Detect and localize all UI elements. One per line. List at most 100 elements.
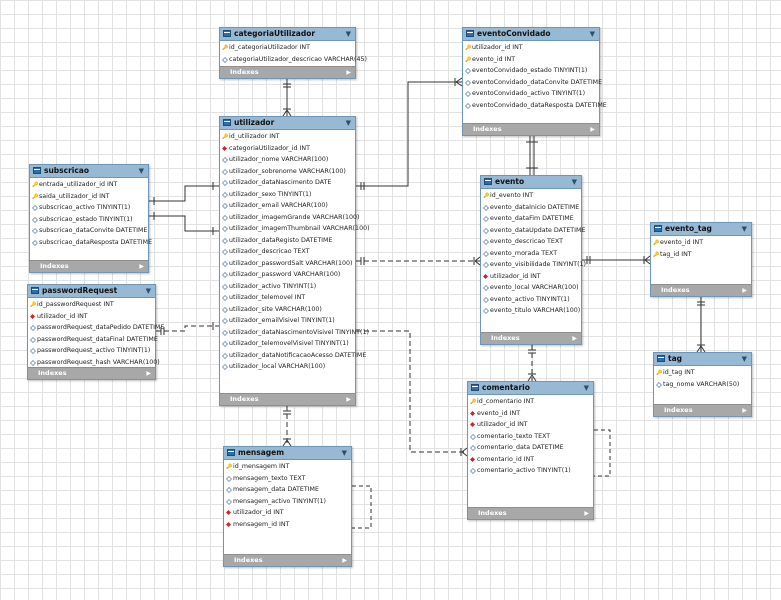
expand-arrow-icon[interactable]: ▶ — [346, 69, 351, 76]
column-row[interactable]: utilizador_imagemGrande VARCHAR(100) — [220, 212, 359, 224]
column-row[interactable]: mensagem_texto TEXT — [224, 473, 351, 485]
column-row[interactable]: utilizador_imagemThumbnail VARCHAR(100) — [220, 223, 370, 235]
table-header[interactable]: passwordRequest▼ — [28, 285, 155, 298]
column-row[interactable]: evento_id INT — [463, 54, 599, 66]
column-row[interactable]: tag_nome VARCHAR(50) — [654, 379, 751, 391]
column-row[interactable]: evento_morada TEXT — [481, 248, 581, 260]
rel-eventoconvidado-evento[interactable] — [526, 136, 538, 175]
column-row[interactable]: id_passwordRequest INT — [28, 299, 155, 311]
column-row[interactable]: utilizador_nome VARCHAR(100) — [220, 154, 355, 166]
expand-arrow-icon[interactable]: ▶ — [346, 396, 351, 403]
table-header[interactable]: comentario▼ — [468, 382, 593, 395]
indexes-bar[interactable]: Indexes▶ — [654, 404, 751, 416]
column-row[interactable]: utilizador_telemovelVisivel TINYINT(1) — [220, 338, 355, 350]
column-row[interactable]: subscricao_dataResposta DATETIME — [30, 237, 152, 249]
column-row[interactable]: passwordRequest_dataFinal DATETIME — [28, 334, 158, 346]
column-row[interactable]: utilizador_emailVisivel TINYINT(1) — [220, 315, 355, 327]
column-row[interactable]: eventoConvidado_activo TINYINT(1) — [463, 88, 599, 100]
table-header[interactable]: eventoConvidado▼ — [463, 28, 599, 41]
column-row[interactable]: subscricao_estado TINYINT(1) — [30, 214, 148, 226]
expand-arrow-icon[interactable]: ▶ — [146, 370, 151, 377]
column-row[interactable]: utilizador_id INT — [224, 507, 351, 519]
rel-subscricao-utilizador[interactable] — [149, 182, 219, 235]
table-header[interactable]: categoriaUtilizador▼ — [220, 28, 355, 41]
indexes-bar[interactable]: Indexes▶ — [220, 393, 355, 405]
column-row[interactable]: passwordRequest_dataPedido DATETIME — [28, 322, 164, 334]
rel-categoria-utilizador[interactable] — [282, 79, 292, 117]
table-header[interactable]: evento▼ — [481, 176, 581, 189]
column-row[interactable]: evento_id INT — [651, 237, 751, 249]
column-row[interactable]: mensagem_id INT — [224, 519, 351, 531]
column-row[interactable]: utilizador_email VARCHAR(100) — [220, 200, 355, 212]
column-row[interactable]: comentario_activo TINYINT(1) — [468, 465, 593, 477]
column-row[interactable]: utilizador_passwordSalt VARCHAR(100) — [220, 258, 355, 270]
rel-mensagem-self[interactable] — [352, 485, 372, 529]
column-row[interactable]: categoriaUtilizador_id INT — [220, 143, 355, 155]
column-row[interactable]: utilizador_id INT — [481, 271, 581, 283]
table-eventoConvidado[interactable]: eventoConvidado▼ utilizador_id INTevento… — [462, 27, 607, 136]
column-row[interactable]: utilizador_activo TINYINT(1) — [220, 281, 355, 293]
table-mensagem[interactable]: mensagem▼ id_mensagem INTmensagem_texto … — [223, 446, 352, 567]
column-row[interactable]: evento_dataUpdate DATETIME — [481, 225, 585, 237]
expand-arrow-icon[interactable]: ▶ — [342, 557, 347, 564]
indexes-bar[interactable]: Indexes▶ — [220, 66, 355, 78]
rel-comentario-self[interactable] — [594, 429, 611, 477]
column-row[interactable]: eventoConvidado_dataResposta DATETIME — [463, 100, 607, 112]
column-row[interactable]: passwordRequest_activo TINYINT(1) — [28, 345, 155, 357]
expand-arrow-icon[interactable]: ▶ — [590, 126, 595, 133]
table-header[interactable]: utilizador▼ — [220, 117, 355, 130]
column-row[interactable]: evento_dataInicio DATETIME — [481, 202, 581, 214]
column-row[interactable]: utilizador_dataRegisto DATETIME — [220, 235, 355, 247]
indexes-bar[interactable]: Indexes▶ — [28, 367, 155, 379]
column-row[interactable]: evento_visibilidade TINYINT(1) — [481, 259, 586, 271]
column-row[interactable]: comentario_id INT — [468, 454, 593, 466]
chevron-down-icon[interactable]: ▼ — [571, 178, 577, 186]
column-row[interactable]: id_tag INT — [654, 367, 751, 379]
column-row[interactable]: evento_id INT — [468, 408, 593, 420]
chevron-down-icon[interactable]: ▼ — [589, 30, 595, 38]
column-row[interactable]: utilizador_descricao TEXT — [220, 246, 355, 258]
column-row[interactable]: comentario_texto TEXT — [468, 431, 593, 443]
column-row[interactable]: subscricao_dataConvite DATETIME — [30, 225, 148, 237]
column-row[interactable]: utilizador_site VARCHAR(100) — [220, 304, 355, 316]
expand-arrow-icon[interactable]: ▶ — [572, 335, 577, 342]
table-header[interactable]: mensagem▼ — [224, 447, 351, 460]
rel-utilizador-eventoconvidado[interactable] — [356, 77, 463, 190]
column-row[interactable]: eventoConvidado_estado TINYINT(1) — [463, 65, 599, 77]
column-row[interactable]: evento_local VARCHAR(100) — [481, 282, 581, 294]
column-row[interactable]: evento_titulo VARCHAR(100) — [481, 305, 581, 317]
column-row[interactable]: entrada_utilizador_id INT — [30, 179, 148, 191]
chevron-down-icon[interactable]: ▼ — [145, 287, 151, 295]
column-row[interactable]: id_categoriaUtilizador INT — [220, 42, 355, 54]
column-row[interactable]: utilizador_dataNotificacaoAcesso DATETIM… — [220, 350, 366, 362]
chevron-down-icon[interactable]: ▼ — [741, 225, 747, 233]
column-row[interactable]: eventoConvidado_dataConvite DATETIME — [463, 77, 602, 89]
column-row[interactable]: evento_activo TINYINT(1) — [481, 294, 581, 306]
column-row[interactable]: utilizador_telemovel INT — [220, 292, 355, 304]
column-row[interactable]: categoriaUtilizador_descricao VARCHAR(45… — [220, 54, 367, 66]
column-row[interactable]: utilizador_sobrenome VARCHAR(100) — [220, 166, 355, 178]
column-row[interactable]: utilizador_dataNascimento DATE — [220, 177, 355, 189]
indexes-bar[interactable]: Indexes▶ — [481, 332, 581, 344]
table-header[interactable]: tag▼ — [654, 353, 751, 366]
column-row[interactable]: evento_descricao TEXT — [481, 236, 581, 248]
table-header[interactable]: evento_tag▼ — [651, 223, 751, 236]
column-row[interactable]: utilizador_dataNascimentoVisivel TINYINT… — [220, 327, 369, 339]
column-row[interactable]: mensagem_activo TINYINT(1) — [224, 496, 351, 508]
chevron-down-icon[interactable]: ▼ — [741, 355, 747, 363]
column-row[interactable]: evento_dataFim DATETIME — [481, 213, 581, 225]
table-passwordRequest[interactable]: passwordRequest▼ id_passwordRequest INTu… — [27, 284, 164, 380]
chevron-down-icon[interactable]: ▼ — [583, 384, 589, 392]
chevron-down-icon[interactable]: ▼ — [345, 30, 351, 38]
indexes-bar[interactable]: Indexes▶ — [224, 554, 351, 566]
table-subscricao[interactable]: subscricao▼ entrada_utilizador_id INTsai… — [29, 164, 152, 273]
indexes-bar[interactable]: Indexes▶ — [463, 123, 599, 135]
indexes-bar[interactable]: Indexes▶ — [651, 284, 751, 296]
column-row[interactable]: id_comentario INT — [468, 396, 593, 408]
column-row[interactable]: id_evento INT — [481, 190, 581, 202]
indexes-bar[interactable]: Indexes▶ — [468, 507, 593, 519]
chevron-down-icon[interactable]: ▼ — [341, 449, 347, 457]
